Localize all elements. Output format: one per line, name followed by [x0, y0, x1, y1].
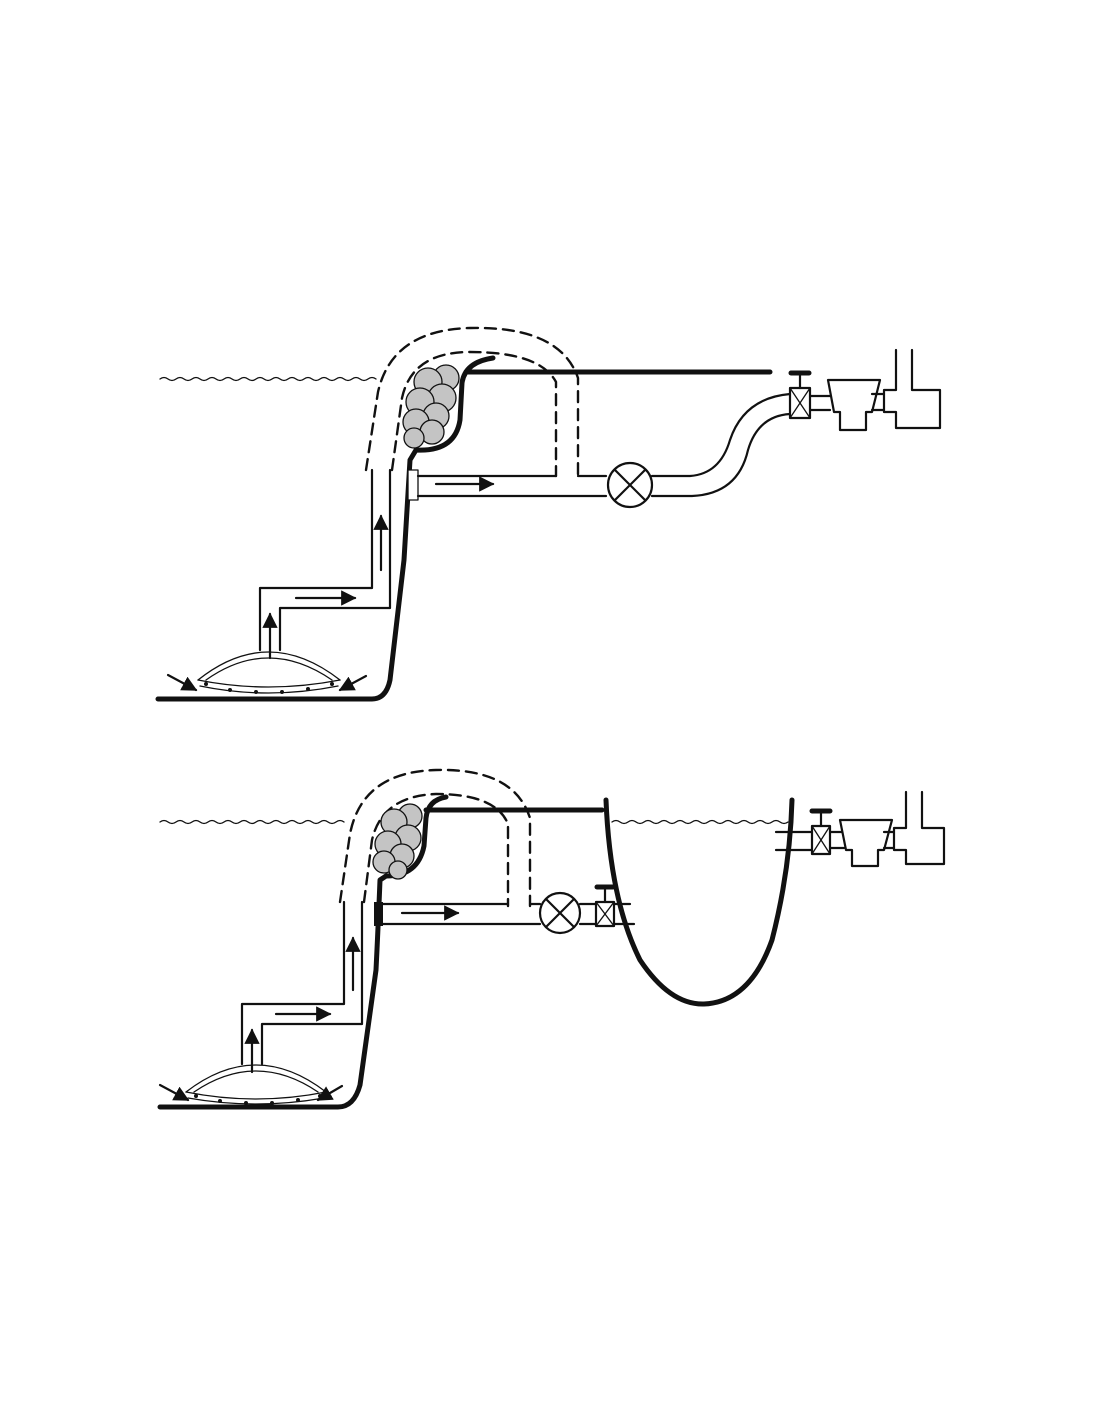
top-shutoff-valve — [788, 370, 812, 420]
top-water-surface — [159, 376, 377, 382]
bottom-pump — [892, 790, 946, 866]
top-ground-profile — [155, 355, 496, 702]
bottom-pipe-connector — [374, 902, 383, 926]
bottom-flow-meter — [538, 891, 582, 935]
top-suction-dome — [197, 651, 341, 694]
top-filter-media — [402, 364, 460, 449]
top-rising-pipe-lower — [650, 412, 792, 498]
bottom-intake-pipe-inner — [260, 900, 364, 1066]
top-pump-basket — [826, 378, 882, 432]
bottom-water-surface-tank — [611, 819, 789, 825]
top-intake-pipe-outer — [258, 468, 374, 652]
bottom-suction-dome — [185, 1064, 327, 1105]
top-pump — [882, 348, 942, 430]
top-bypass-dashed-inner — [390, 350, 558, 478]
bottom-bypass-dashed-inner — [362, 792, 510, 908]
top-inflow-arrow-left — [166, 673, 198, 692]
top-flow-meter — [606, 461, 654, 509]
top-pipe-connector — [407, 469, 419, 501]
bottom-pump-valve — [809, 808, 833, 856]
bottom-bypass-dashed-outer — [338, 768, 532, 908]
top-rising-pipe-upper — [650, 392, 792, 478]
bottom-water-surface-left — [159, 819, 345, 825]
bottom-inflow-arrow-left — [158, 1083, 190, 1102]
bottom-settling-tank — [603, 797, 795, 1007]
top-diagram — [155, 326, 942, 702]
bottom-inflow-arrow-right — [316, 1084, 344, 1102]
top-intake-pipe-inner — [278, 468, 392, 652]
bottom-intake-pipe-outer — [240, 900, 346, 1066]
top-bypass-dashed-outer — [364, 326, 580, 478]
bottom-pump-basket — [838, 818, 894, 868]
bottom-diagram — [157, 768, 946, 1110]
bottom-shutoff-valve — [594, 884, 616, 928]
bottom-filter-media — [372, 803, 423, 880]
top-inflow-arrow-right — [338, 674, 368, 692]
